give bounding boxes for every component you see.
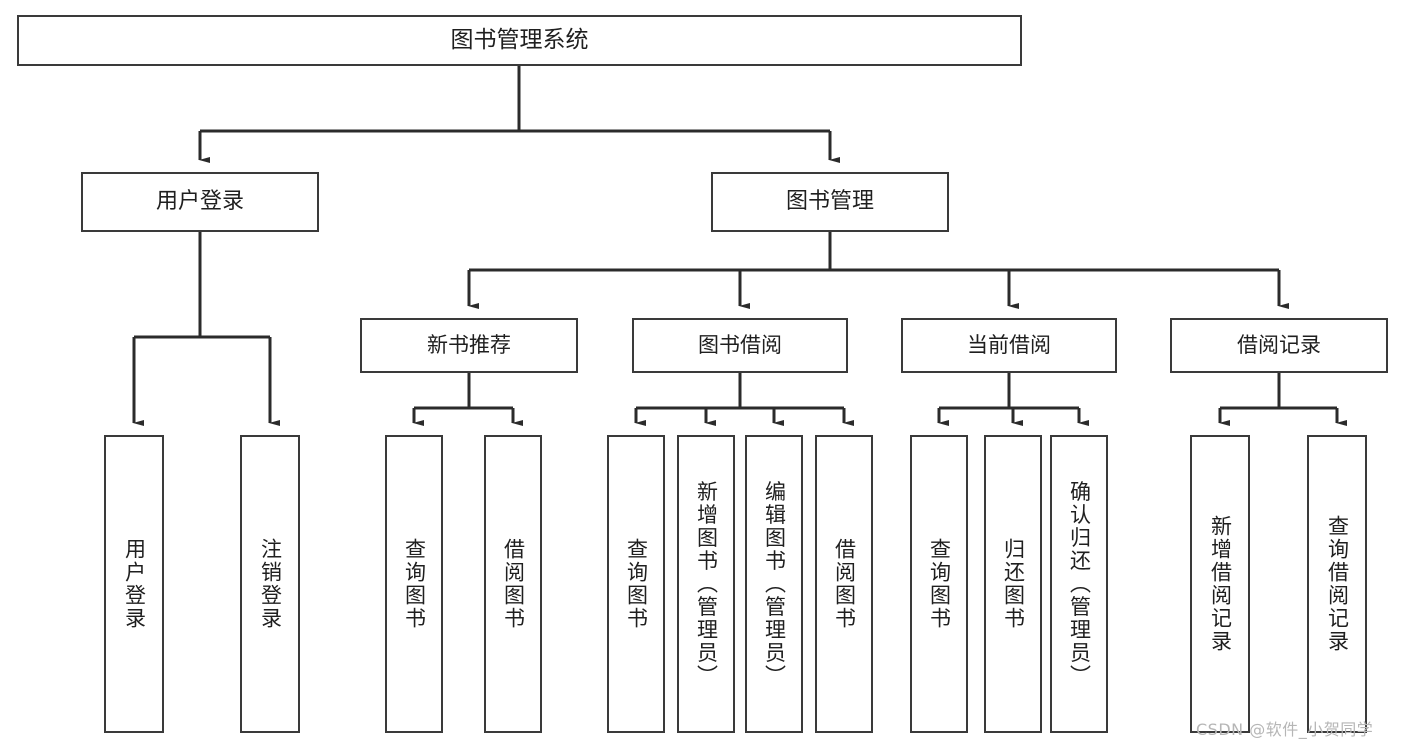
leaf-label: 用户登录 [122, 538, 147, 630]
leaf-add-book-admin[interactable]: 新增图书（管理员） [677, 435, 735, 733]
leaf-label: 查询图书 [927, 538, 952, 630]
leaf-query-book-current[interactable]: 查询图书 [910, 435, 968, 733]
leaf-label: 归还图书 [1001, 538, 1026, 630]
node-borrow-record[interactable]: 借阅记录 [1170, 318, 1388, 373]
leaf-logout[interactable]: 注销登录 [240, 435, 300, 733]
leaf-label: 查询图书 [402, 538, 427, 630]
leaf-label: 注销登录 [258, 538, 283, 630]
leaf-borrow-book-recommend[interactable]: 借阅图书 [484, 435, 542, 733]
node-book-borrow-label: 图书借阅 [698, 333, 782, 358]
leaf-user-login[interactable]: 用户登录 [104, 435, 164, 733]
leaf-label: 借阅图书 [832, 538, 857, 630]
leaf-edit-book-admin[interactable]: 编辑图书（管理员） [745, 435, 803, 733]
node-new-book-recommend[interactable]: 新书推荐 [360, 318, 578, 373]
node-new-book-recommend-label: 新书推荐 [427, 333, 511, 358]
leaf-label: 查询借阅记录 [1325, 515, 1350, 653]
node-borrow-record-label: 借阅记录 [1237, 333, 1321, 358]
leaf-borrow-book[interactable]: 借阅图书 [815, 435, 873, 733]
node-root[interactable]: 图书管理系统 [17, 15, 1022, 66]
leaf-label: 借阅图书 [501, 538, 526, 630]
node-book-management[interactable]: 图书管理 [711, 172, 949, 232]
leaf-label: 确认归还（管理员） [1067, 480, 1092, 688]
node-root-label: 图书管理系统 [450, 27, 589, 54]
node-current-borrow-label: 当前借阅 [967, 333, 1051, 358]
node-book-management-label: 图书管理 [785, 189, 874, 215]
node-user-login[interactable]: 用户登录 [81, 172, 319, 232]
node-current-borrow[interactable]: 当前借阅 [901, 318, 1117, 373]
leaf-label: 编辑图书（管理员） [762, 480, 787, 688]
leaf-query-book-recommend[interactable]: 查询图书 [385, 435, 443, 733]
watermark: CSDN @软件_小贺同学 [1196, 720, 1374, 739]
leaf-label: 查询图书 [624, 538, 649, 630]
node-book-borrow[interactable]: 图书借阅 [632, 318, 848, 373]
leaf-label: 新增借阅记录 [1208, 515, 1233, 653]
leaf-confirm-return-admin[interactable]: 确认归还（管理员） [1050, 435, 1108, 733]
node-user-login-label: 用户登录 [155, 189, 244, 215]
leaf-label: 新增图书（管理员） [694, 480, 719, 688]
leaf-query-book-borrow[interactable]: 查询图书 [607, 435, 665, 733]
leaf-return-book[interactable]: 归还图书 [984, 435, 1042, 733]
leaf-query-borrow-record[interactable]: 查询借阅记录 [1307, 435, 1367, 733]
leaf-add-borrow-record[interactable]: 新增借阅记录 [1190, 435, 1250, 733]
